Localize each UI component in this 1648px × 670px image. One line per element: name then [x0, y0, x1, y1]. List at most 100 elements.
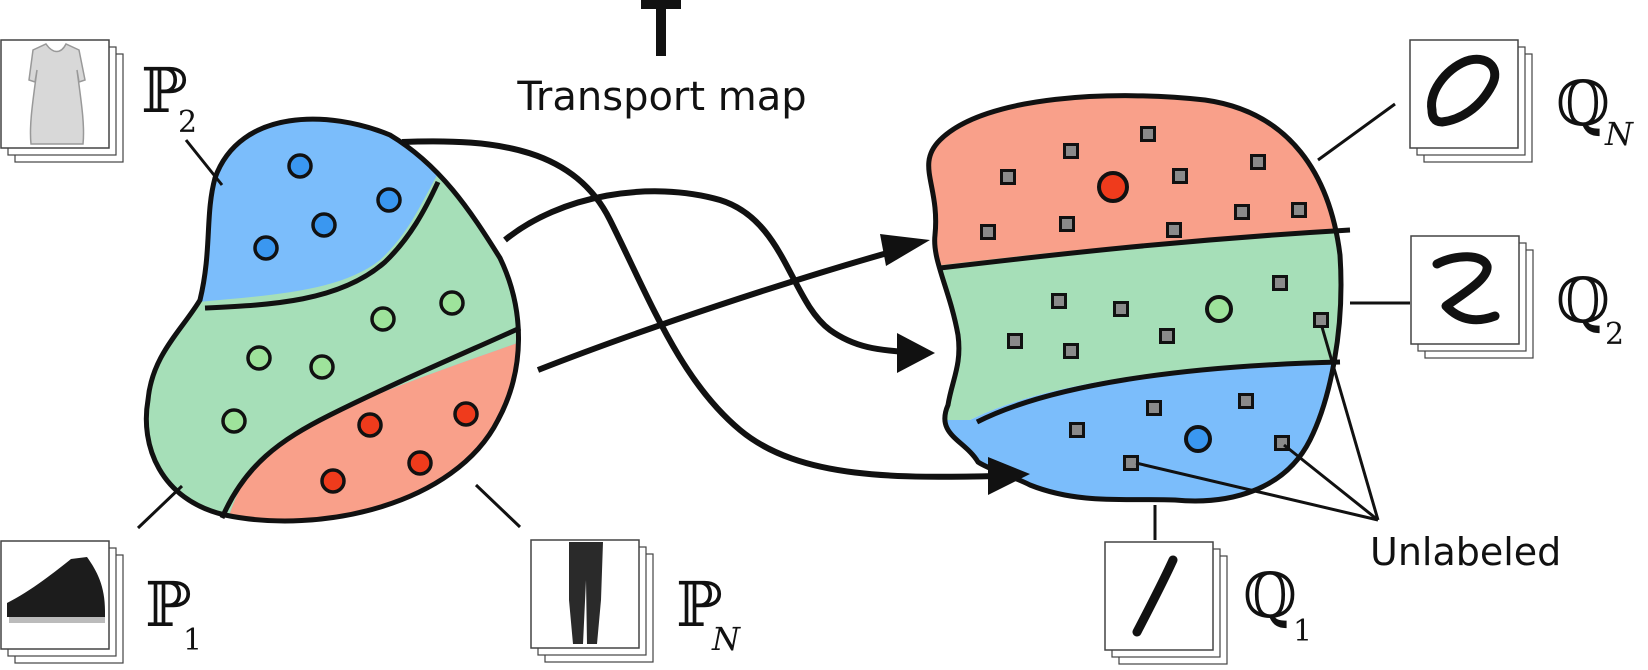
- digit-1-image: [1132, 555, 1178, 637]
- digit-2-image: [1432, 252, 1500, 325]
- unlabeled-point: [1123, 455, 1139, 471]
- target-points: [980, 126, 1329, 471]
- source-point-red: [407, 450, 433, 476]
- unlabeled-point: [1000, 169, 1016, 185]
- unlabeled-point: [1146, 400, 1162, 416]
- unlabeled-point: [1140, 126, 1156, 142]
- arrow-heads: [880, 234, 1030, 495]
- target-boundary-green-blue: [975, 359, 1341, 425]
- dress-image: [28, 43, 86, 145]
- source-point-blue: [311, 212, 337, 238]
- source-region-green: [146, 170, 519, 521]
- unlabeled-point: [1313, 312, 1329, 328]
- source-point-blue: [253, 235, 279, 261]
- source-point-blue: [376, 187, 402, 213]
- arrowhead-green: [897, 333, 935, 373]
- label-p1-main: ℙ: [145, 568, 192, 641]
- label-p2: ℙ 2: [141, 54, 197, 140]
- thumbnail-stack-q2: [1410, 235, 1534, 359]
- source-point-blue: [287, 153, 313, 179]
- label-qn-sub: N: [1604, 115, 1634, 153]
- unlabeled-point: [1291, 202, 1307, 218]
- source-point-red: [357, 412, 383, 438]
- source-point-green: [370, 306, 396, 332]
- label-pn-sub: N: [711, 620, 741, 658]
- arrowhead-blue: [988, 457, 1030, 495]
- unlabeled-point: [1063, 143, 1079, 159]
- label-qn: ℚ N: [1556, 67, 1634, 153]
- target-boundary-red-green: [939, 227, 1351, 271]
- source-point-green: [221, 408, 247, 434]
- thumbnail-stack-qn: [1409, 39, 1533, 163]
- source-points: [221, 153, 479, 494]
- leader-unlabeled-3: [1135, 461, 1379, 522]
- unlabeled-point: [1172, 168, 1188, 184]
- target-region-green: [928, 228, 1341, 420]
- unlabeled-point: [1166, 222, 1182, 238]
- label-q1: ℚ 1: [1243, 559, 1312, 649]
- label-pn: ℙ N: [676, 568, 741, 658]
- label-q2-sub: 2: [1605, 317, 1624, 352]
- unlabeled-point: [1238, 393, 1254, 409]
- source-point-green: [309, 354, 335, 380]
- target-labels: ℚ N ℚ 2 ℚ 1: [1243, 67, 1634, 649]
- sneaker-image: [7, 557, 105, 623]
- label-pn-main: ℙ: [676, 568, 723, 641]
- thumbnail-stack-pn: [530, 539, 654, 663]
- unlabeled-point: [1234, 204, 1250, 220]
- label-p2-main: ℙ: [141, 54, 188, 127]
- digit-0-image: [1427, 54, 1500, 127]
- source-point-red: [453, 401, 479, 427]
- leader-unlabeled-2: [1283, 443, 1379, 522]
- unlabeled-point: [1007, 333, 1023, 349]
- label-q1-main: ℚ: [1243, 559, 1297, 632]
- unlabeled-label: Unlabeled: [1370, 530, 1561, 574]
- label-q1-sub: 1: [1293, 614, 1312, 649]
- unlabeled-point: [1113, 301, 1129, 317]
- unlabeled-point: [1272, 275, 1288, 291]
- unlabeled-point: [1063, 343, 1079, 359]
- unlabeled-point: [1069, 422, 1085, 438]
- transport-map-label: Transport map: [516, 74, 806, 120]
- leader-unlabeled-1: [1320, 326, 1380, 521]
- arrowhead-red: [880, 234, 930, 266]
- source-point-green: [439, 290, 465, 316]
- unlabeled-point: [1159, 328, 1175, 344]
- target-labeled-point-red: [1097, 171, 1129, 203]
- unlabeled-point: [980, 224, 996, 240]
- source-point-green: [246, 345, 272, 371]
- label-qn-main: ℚ: [1556, 67, 1610, 140]
- label-p2-sub: 2: [178, 105, 197, 140]
- unlabeled-point: [1059, 216, 1075, 232]
- thumbnail-stack-q1: [1104, 541, 1228, 665]
- leader-qn: [1317, 102, 1396, 162]
- arrow-green-to-green: [503, 188, 906, 355]
- unlabeled-point: [1250, 154, 1266, 170]
- image-thumbnails: [0, 39, 1534, 665]
- label-q2: ℚ 2: [1556, 264, 1624, 352]
- thumbnail-stack-p2: [0, 39, 124, 163]
- trousers-image: [569, 542, 603, 644]
- t-symbol-stem: [656, 0, 666, 56]
- transport-arrows: [401, 138, 1001, 480]
- thumbnail-stack-p1: [0, 540, 124, 664]
- source-blob-outline: [143, 116, 521, 524]
- label-p1: ℙ 1: [145, 568, 202, 658]
- leader-lines: [136, 102, 1410, 540]
- arrow-blue-to-blue: [401, 138, 1001, 480]
- leader-pn: [474, 483, 522, 529]
- source-boundary-green-red: [219, 325, 522, 519]
- transport-map-title: Transport map: [516, 0, 807, 120]
- source-point-red: [320, 468, 346, 494]
- target-labeled-point-blue: [1184, 425, 1212, 453]
- unlabeled-point: [1051, 293, 1067, 309]
- label-p1-sub: 1: [183, 623, 202, 658]
- leader-p2: [184, 139, 224, 186]
- target-labeled-point-green: [1205, 295, 1233, 323]
- leader-p1: [136, 484, 184, 530]
- source-boundary-blue-green: [204, 180, 441, 311]
- arrow-red-to-red: [536, 245, 906, 373]
- source-labels: ℙ 2 ℙ 1 ℙ N: [141, 54, 741, 658]
- label-q2-main: ℚ: [1556, 264, 1610, 337]
